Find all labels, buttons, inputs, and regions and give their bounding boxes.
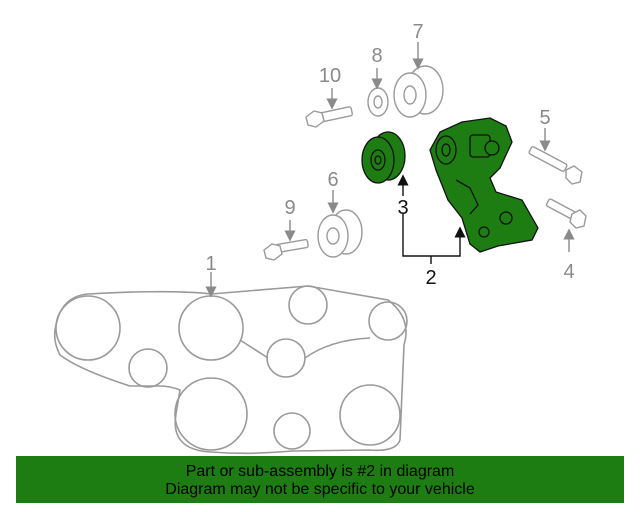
callout-7: 7 xyxy=(412,21,423,43)
info-banner: Part or sub-assembly is #2 in diagram Di… xyxy=(16,456,624,503)
callout-5: 5 xyxy=(539,107,550,129)
parts-diagram: 1 2 3 4 5 6 7 8 9 10 xyxy=(53,21,587,455)
callout-2: 2 xyxy=(425,267,436,289)
idler-pulley-6 xyxy=(317,209,363,258)
serpentine-belt-assembly xyxy=(53,285,408,455)
banner-line-1: Part or sub-assembly is #2 in diagram xyxy=(185,462,455,480)
callout-9: 9 xyxy=(284,197,295,219)
leader-lines xyxy=(205,42,575,298)
callout-4: 4 xyxy=(563,261,574,283)
callout-6: 6 xyxy=(327,169,338,191)
bolt-10 xyxy=(305,106,353,128)
banner-line-2: Diagram may not be specific to your vehi… xyxy=(165,480,475,498)
tensioner-pulley-3 xyxy=(361,131,406,184)
callout-1: 1 xyxy=(205,253,216,275)
bolt-4 xyxy=(545,198,587,229)
bolt-9 xyxy=(263,238,309,261)
bolt-5 xyxy=(528,146,583,185)
callout-3: 3 xyxy=(397,197,408,219)
washer-8 xyxy=(367,87,389,117)
callout-8: 8 xyxy=(371,45,382,67)
tensioner-assembly-2 xyxy=(429,117,539,253)
callout-10: 10 xyxy=(319,65,341,87)
idler-pulley-7 xyxy=(393,65,444,118)
